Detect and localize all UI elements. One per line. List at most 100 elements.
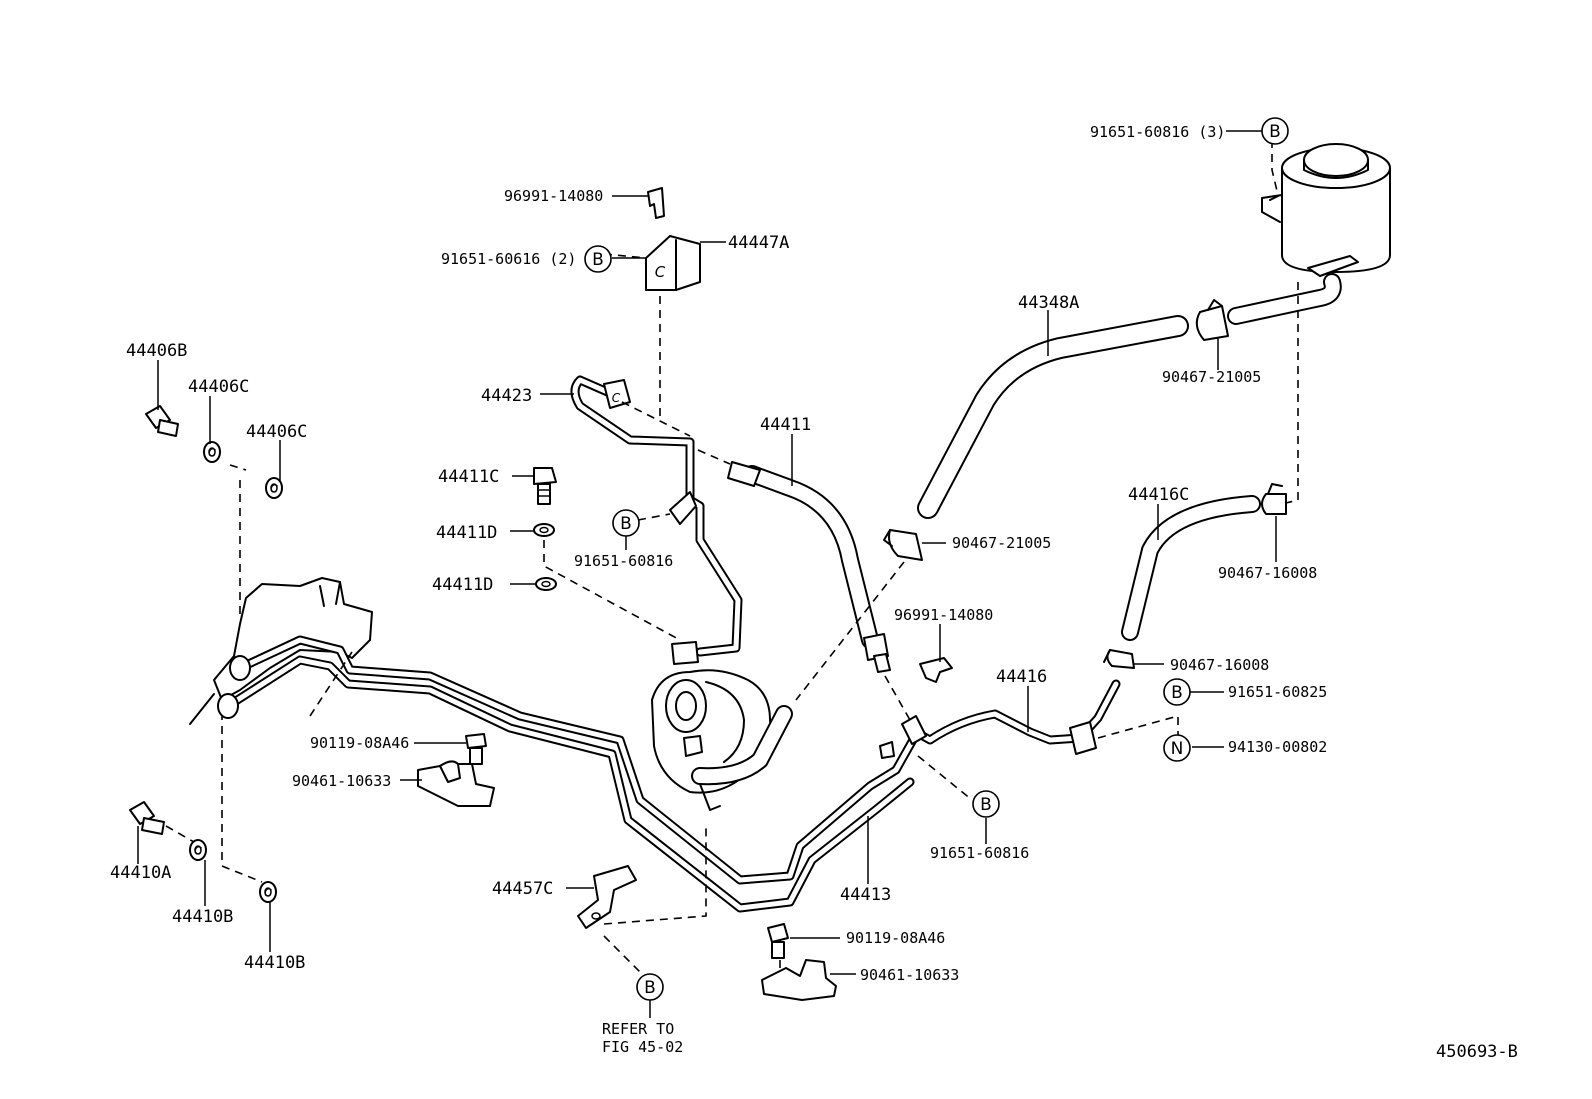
refer-note-line1: REFER TO (602, 1020, 674, 1038)
gasket-44406C-b (265, 477, 283, 499)
svg-text:B: B (980, 795, 992, 815)
tube-set-44413 (217, 635, 927, 913)
washer-44411D-b (535, 577, 557, 591)
leader-reservoir-bolt (1271, 140, 1279, 196)
svg-text:C: C (194, 845, 202, 858)
clamp-90461-10633-bottom (761, 959, 837, 1001)
label-90119-08A46-bottom: 90119-08A46 (846, 929, 945, 947)
label-44447A: 44447A (728, 233, 789, 253)
label-44411D-a: 44411D (436, 523, 497, 543)
label-44406C-b: 44406C (246, 422, 307, 442)
bolt-90119-08A46-bottom (767, 923, 789, 959)
bolt-44411C (533, 467, 557, 505)
leader-reservoir-hose (1281, 282, 1299, 505)
label-90461-10633-bottom: 90461-10633 (860, 966, 959, 984)
leader-lines (137, 130, 1277, 1018)
callout-c-bracket: C (655, 263, 666, 281)
callout-n-94130: N (1163, 734, 1191, 762)
gasket-44406C-a (203, 441, 221, 463)
label-44423: 44423 (481, 386, 532, 406)
label-90467-21005-top: 90467-21005 (1162, 368, 1261, 386)
reservoir-tank (1261, 143, 1391, 277)
leader-refer (603, 935, 643, 975)
callout-b-mid: B (612, 509, 640, 537)
gasket-44410B-a (189, 839, 207, 861)
pump-body (651, 669, 793, 811)
hose-44416C (1121, 495, 1261, 641)
label-96991-14080-top: 96991-14080 (504, 187, 603, 205)
leader-44423 (621, 401, 691, 437)
callout-b-bracket: B (584, 245, 612, 273)
leader-44457C (603, 824, 707, 925)
label-91651-60616-2: 91651-60616 (2) (441, 250, 576, 268)
callout-c-44423: C (612, 391, 621, 405)
gasket-c-marks: C C C C (194, 447, 278, 900)
leader-44416-bolt (1097, 714, 1179, 739)
label-90467-16008-b: 90467-16008 (1170, 656, 1269, 674)
label-44410A: 44410A (110, 863, 171, 883)
svg-text:C: C (655, 263, 666, 281)
label-44457C: 44457C (492, 879, 553, 899)
bracket-44457C (577, 865, 637, 929)
label-90467-16008-a: 90467-16008 (1218, 564, 1317, 582)
callout-b-reservoir: B (1261, 117, 1289, 145)
clip-96991-14080-top (647, 187, 665, 219)
label-44411D-b: 44411D (432, 575, 493, 595)
leader-44411-end (697, 449, 731, 465)
hose-44411 (727, 461, 891, 673)
union-bolt-44406B (145, 405, 179, 437)
leader-44410A (165, 825, 195, 843)
label-44413: 44413 (840, 885, 891, 905)
label-44348A: 44348A (1018, 293, 1079, 313)
label-91651-60825: 91651-60825 (1228, 683, 1327, 701)
label-44411C: 44411C (438, 467, 499, 487)
svg-text:C: C (270, 483, 278, 496)
gasket-44410B-b (259, 881, 277, 903)
leader-pump-hose (795, 561, 905, 701)
clamp-90467-16008-a (1261, 483, 1287, 515)
pipe-44423 (570, 375, 743, 665)
clamp-90461-10633-left (417, 760, 495, 807)
callout-b-refer: B (636, 973, 664, 1001)
leader-44411D (543, 540, 681, 641)
leader-44411-lower (884, 675, 911, 721)
pipe-44416 (907, 679, 1121, 755)
label-44410B-a: 44410B (172, 907, 233, 927)
clamp-90467-21005-mid (883, 529, 923, 561)
label-90119-08A46-left: 90119-08A46 (310, 734, 409, 752)
label-44406B: 44406B (126, 341, 187, 361)
reservoir-outlet-pipe (1227, 273, 1342, 325)
svg-text:B: B (644, 978, 656, 998)
svg-text:B: B (620, 514, 632, 534)
svg-text:C: C (208, 447, 216, 460)
svg-text:B: B (592, 250, 604, 270)
svg-text:N: N (1171, 739, 1184, 759)
label-91651-60816-right: 91651-60816 (930, 844, 1029, 862)
leader-91651-mid (637, 513, 671, 521)
leader-90119-left (309, 651, 353, 717)
leader-44406C (229, 464, 247, 471)
refer-note-line2: FIG 45-02 (602, 1038, 683, 1056)
label-44406C-a: 44406C (188, 377, 249, 397)
hose-44348A (917, 315, 1189, 519)
label-90467-21005-mid: 90467-21005 (952, 534, 1051, 552)
label-44416: 44416 (996, 667, 1047, 687)
union-bolt-44410A (129, 801, 165, 835)
svg-text:C: C (264, 887, 272, 900)
label-91651-60816-mid: 91651-60816 (574, 552, 673, 570)
label-44410B-b: 44410B (244, 953, 305, 973)
diagram-id: 450693-B (1436, 1042, 1518, 1062)
callout-b-right: B (972, 790, 1000, 818)
svg-text:B: B (1269, 122, 1281, 142)
label-94130-00802: 94130-00802 (1228, 738, 1327, 756)
clamp-90467-21005-top (1195, 299, 1229, 341)
leader-44410 (221, 712, 263, 883)
label-90461-10633-left: 90461-10633 (292, 772, 391, 790)
bracket-44447A (645, 235, 701, 291)
label-91651-60816-3: 91651-60816 (3) (1090, 123, 1225, 141)
clip-96991-14080-mid (919, 657, 953, 683)
part-labels: 91651-60816 (3) 96991-14080 44447A 91651… (110, 123, 1518, 1062)
label-44411: 44411 (760, 415, 811, 435)
